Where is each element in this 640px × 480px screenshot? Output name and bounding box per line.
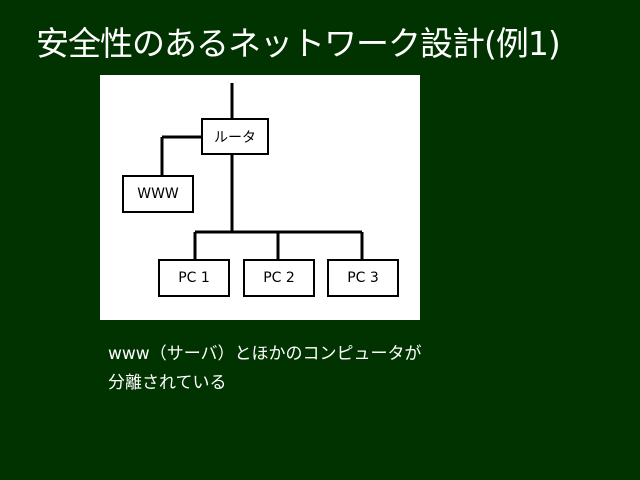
network-diagram: ルータ WWW PC 1 PC 2 PC 3 [100, 75, 420, 320]
slide-title: 安全性のあるネットワーク設計(例1) [36, 24, 561, 63]
pc1-node: PC 1 [158, 259, 230, 297]
pc3-node: PC 3 [327, 259, 399, 297]
router-node: ルータ [201, 118, 269, 155]
pc2-node: PC 2 [243, 259, 315, 297]
www-server-node: WWW [122, 175, 194, 213]
caption: www（サーバ）とほかのコンピュータが 分離されている [108, 340, 608, 398]
connection-lines [160, 83, 364, 259]
caption-line-2: 分離されている [108, 373, 227, 393]
caption-line-1: www（サーバ）とほかのコンピュータが [108, 344, 422, 364]
